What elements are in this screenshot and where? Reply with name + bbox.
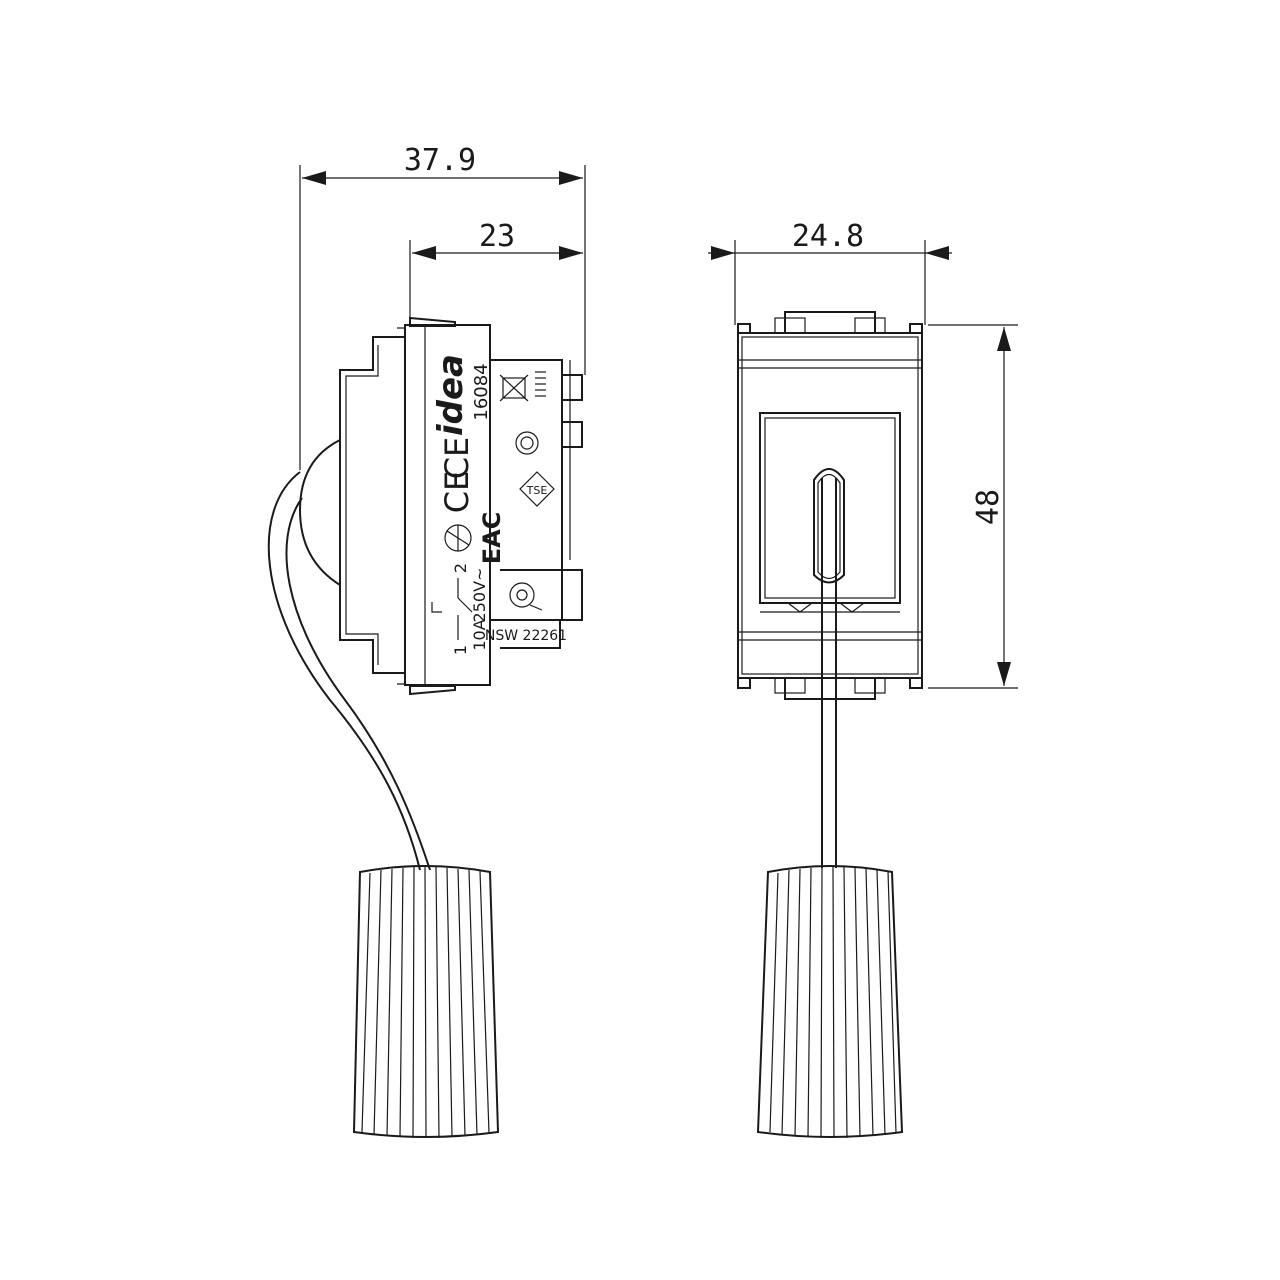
dimension-body-depth: 23: [409, 219, 583, 318]
ce-mark-2: CE: [438, 471, 476, 514]
dim-label-height: 48: [971, 489, 1006, 525]
svg-text:TSE: TSE: [526, 484, 548, 497]
approval-number: NSW 22261: [485, 628, 567, 644]
weee-bin-icon: [499, 374, 529, 402]
voltage-rating: 250V~: [470, 568, 489, 623]
side-view-tassel: [352, 865, 500, 1139]
eac-mark: EAC: [478, 512, 506, 565]
terminal-label-1: 1: [451, 645, 470, 655]
switch-schematic-icon: [431, 578, 473, 640]
certification-circle-icon: [515, 431, 539, 455]
dimension-total-depth: 37.9: [299, 143, 586, 470]
brand-logo-text: idea: [431, 354, 471, 436]
dim-label-total-depth: 37.9: [404, 143, 476, 178]
tse-mark-icon: TSE: [519, 471, 555, 507]
hatch-marker: [535, 371, 546, 397]
front-view-tassel: [756, 865, 904, 1139]
circle-symbol-icon: [444, 524, 472, 552]
dimension-width: 24.8: [708, 219, 952, 325]
side-view: idea 16084 CE CE EAC 2 250V~ 10A 1 NSW 2…: [267, 316, 583, 871]
dim-label-width: 24.8: [792, 219, 864, 254]
quality-mark-icon: [509, 582, 543, 611]
product-code: 16084: [471, 363, 492, 420]
dimension-height: 48: [928, 324, 1018, 689]
terminal-label-2: 2: [451, 563, 470, 573]
ce-mark-1: CE: [438, 437, 476, 480]
dim-label-body-depth: 23: [479, 219, 515, 254]
current-rating: 10A: [470, 619, 489, 650]
front-view: [737, 311, 923, 868]
